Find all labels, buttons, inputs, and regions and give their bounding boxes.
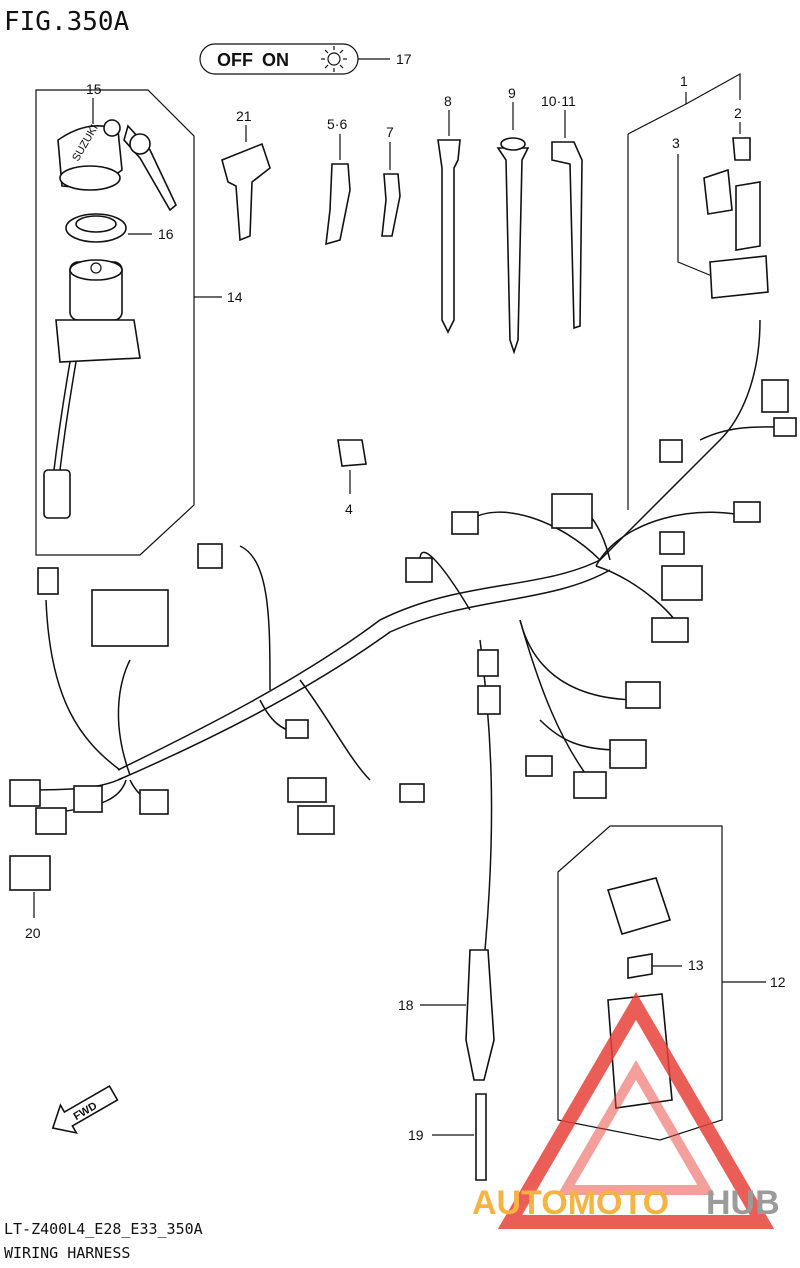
fuse-part [732, 137, 751, 161]
off-on-label-part: OFF ON [199, 43, 390, 75]
callout-2: 2 [734, 105, 742, 121]
key-cover-part: SUZUKI [57, 119, 177, 212]
ignition-switch-part [43, 259, 141, 519]
off-text: OFF [217, 50, 253, 70]
callout-10-11: 10·11 [541, 93, 576, 109]
clamp-part [325, 163, 351, 246]
relay-group-frame [557, 825, 723, 1141]
fuse-box-part [703, 168, 769, 299]
callout-17: 17 [396, 51, 412, 67]
callout-19: 19 [408, 1127, 424, 1143]
relay-fuse-part [627, 953, 653, 979]
watermark-part1: AUTOMOTO [472, 1184, 669, 1222]
callout-12: 12 [770, 974, 786, 990]
callout-1: 1 [680, 73, 688, 89]
on-text: ON [262, 50, 289, 70]
callout-7: 7 [386, 124, 394, 140]
fig-label: FIG.350A [4, 7, 130, 37]
callout-15: 15 [86, 81, 102, 97]
relay-cover-part [606, 877, 672, 935]
fuse-clip-part [337, 439, 367, 467]
callout-20: 20 [25, 925, 41, 941]
sensor-part [465, 949, 495, 1081]
model-code: LT-Z400L4_E28_E33_350A [4, 1220, 203, 1238]
callout-4: 4 [345, 501, 353, 517]
key-part [221, 142, 271, 242]
callout-14: 14 [227, 289, 243, 305]
diagram-title: WIRING HARNESS [4, 1244, 130, 1262]
spring-pin-part [475, 1093, 487, 1181]
callout-18: 18 [398, 997, 414, 1013]
lock-nut-part [65, 213, 127, 243]
cable-tie-part [437, 139, 461, 334]
watermark-part2: HUB [706, 1184, 780, 1222]
callout-3: 3 [672, 135, 680, 151]
band-part [551, 141, 583, 330]
callout-16: 16 [158, 226, 174, 242]
ignition-group-frame [35, 89, 195, 556]
main-wiring-harness [9, 319, 797, 1001]
coupler-part [9, 855, 51, 891]
fwd-arrow-icon: FWD [51, 1084, 119, 1134]
callout-9: 9 [508, 85, 516, 101]
clip-part [381, 173, 401, 237]
callout-21: 21 [236, 108, 252, 124]
callout-5-6: 5·6 [327, 116, 347, 132]
clamp-tie-part [496, 147, 530, 355]
automotohub-logo: AUTOMOTO HUB [472, 992, 780, 1229]
sun-icon [321, 46, 347, 72]
callout-8: 8 [444, 93, 452, 109]
callout-13: 13 [688, 957, 704, 973]
fwd-label: FWD [72, 1100, 100, 1123]
